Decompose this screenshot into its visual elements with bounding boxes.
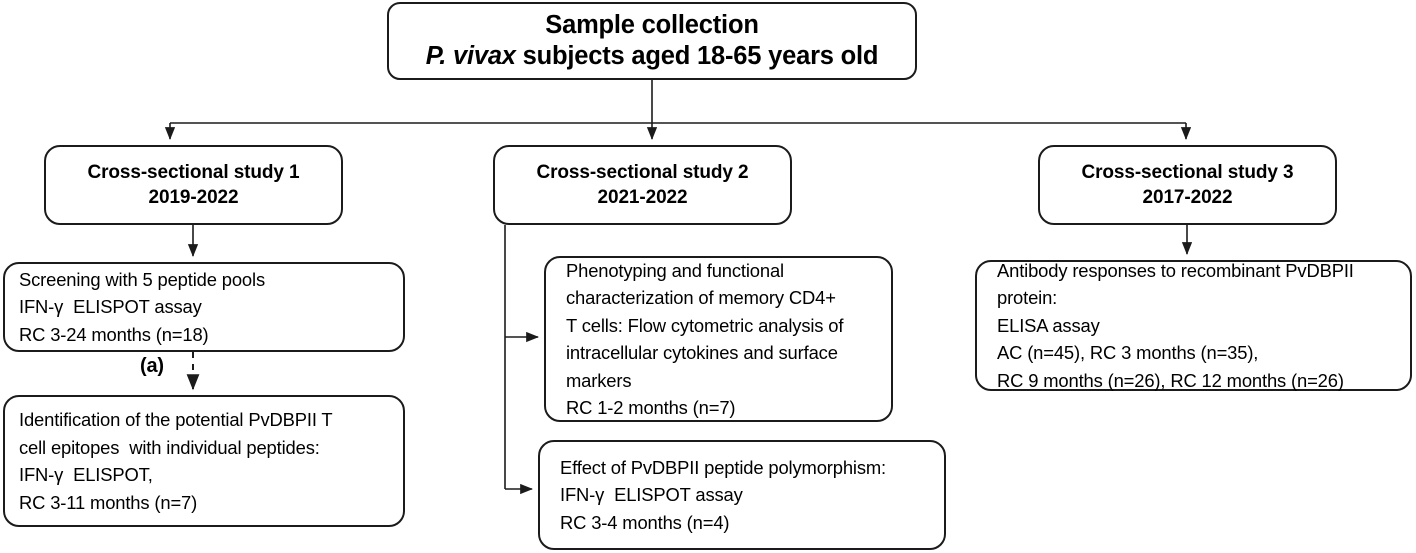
node-cross-sectional-study-2: Cross-sectional study 2 2021-2022 [493,145,792,225]
identification-line-3: IFN-γ ELISPOT, [19,464,153,485]
node-effect-peptide-polymorphism: Effect of PvDBPII peptide polymorphism: … [538,440,946,550]
antibody-line-2: protein: [997,287,1058,309]
effect-line-1: Effect of PvDBPII peptide polymorphism: [560,456,887,478]
screening-line-2: IFN-γ ELISPOT assay [19,296,202,318]
screening-line-3: RC 3-24 months (n=18) [19,323,209,345]
species-name-italic: P. vivax [425,42,516,70]
connector-sample-to-bus [170,80,1186,124]
effect-line-3: RC 3-4 months (n=4) [560,511,730,533]
phenotyping-line-3: T cells: Flow cytometric analysis of [566,314,844,336]
node-cross-sectional-study-3: Cross-sectional study 3 2017-2022 [1038,145,1337,225]
antibody-line-4: AC (n=45), RC 3 months (n=35), [997,342,1259,364]
study2-years: 2021-2022 [597,187,688,208]
antibody-line-5: RC 9 months (n=26), RC 12 months (n=26) [997,369,1344,391]
sample-collection-subtitle: P. vivax subjects aged 18-65 years old [426,41,879,72]
study2-name: Cross-sectional study 2 [536,162,749,183]
identification-line-2: cell epitopes with individual peptides: [19,436,320,458]
phenotyping-line-4: intracellular cytokines and surface [566,342,838,363]
connector-study2-branch [504,225,539,495]
phenotyping-line-2: characterization of memory CD4+ [566,287,836,308]
node-screening-peptide-pools: Screening with 5 peptide pools IFN-γ ELI… [3,262,405,352]
node-antibody-responses-pvdbpii: Antibody responses to recombinant PvDBPI… [975,260,1412,391]
screening-line-1: Screening with 5 peptide pools [19,268,265,290]
sample-collection-title: Sample collection [545,11,759,39]
identification-line-1: Identification of the potential PvDBPII … [19,409,333,430]
node-sample-collection: Sample collection P. vivax subjects aged… [387,2,917,80]
phenotyping-line-6: RC 1-2 months (n=7) [566,397,736,418]
antibody-line-3: ELISA assay [997,314,1100,336]
study3-name: Cross-sectional study 3 [1081,162,1294,183]
sample-collection-subtitle-rest: subjects aged 18-65 years old [515,42,879,70]
antibody-line-1: Antibody responses to recombinant PvDBPI… [997,259,1354,281]
study1-years: 2019-2022 [148,187,239,208]
phenotyping-line-1: Phenotyping and functional [566,259,784,281]
effect-line-2: IFN-γ ELISPOT assay [560,484,743,506]
node-identification-t-cell-epitopes: Identification of the potential PvDBPII … [3,395,405,527]
identification-line-4: RC 3-11 months (n=7) [19,491,198,513]
node-cross-sectional-study-1: Cross-sectional study 1 2019-2022 [44,145,343,225]
study1-name: Cross-sectional study 1 [87,162,300,183]
node-phenotyping-memory-cd4: Phenotyping and functional characterizat… [544,256,893,422]
study3-years: 2017-2022 [1142,187,1233,208]
panel-label-a: (a) [140,355,164,377]
phenotyping-line-5: markers [566,369,632,391]
